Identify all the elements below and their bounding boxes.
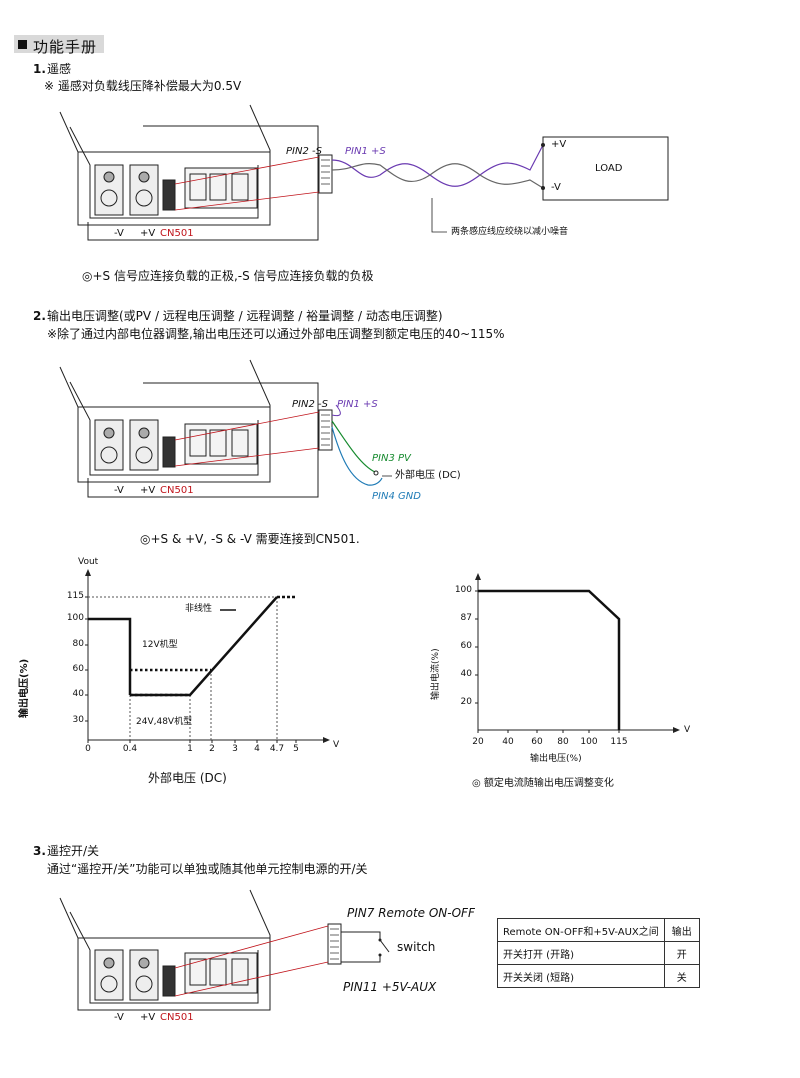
y-tick-label: 80 bbox=[72, 639, 84, 649]
x-tick-label: 40 bbox=[502, 737, 514, 747]
chart1-annotation-24-48v: 24V,48V机型 bbox=[136, 717, 193, 727]
y-tick-label: 20 bbox=[460, 697, 472, 707]
s3-term-minus: -V bbox=[114, 1012, 124, 1023]
sense-wire-minus bbox=[331, 163, 544, 189]
series-current-derating bbox=[478, 589, 621, 730]
section1-note: ※ 遥感对负载线压降补偿最大为0.5V bbox=[44, 79, 242, 93]
load-plus-label: +V bbox=[551, 139, 567, 150]
x-tick-label: 2 bbox=[209, 744, 215, 754]
chart1-y-title: Vout bbox=[78, 557, 99, 567]
y-tick-label: 60 bbox=[460, 641, 472, 651]
table-header-row: Remote ON-OFF和+5V-AUX之间 输出 bbox=[497, 918, 700, 942]
table-cell: 开 bbox=[663, 941, 700, 965]
chart2-x-unit: V bbox=[684, 725, 691, 735]
connector-cn501-1 bbox=[318, 154, 333, 194]
connector-cn501-2 bbox=[318, 409, 333, 451]
switch-label: switch bbox=[397, 940, 436, 954]
table-cell: 关 bbox=[663, 964, 700, 988]
switch-icon bbox=[379, 939, 390, 953]
square-bullet-icon bbox=[18, 40, 27, 49]
ext-voltage-label: 外部电压 (DC) bbox=[395, 470, 461, 481]
twist-note: 两条感应线应绞绕以减小噪音 bbox=[451, 227, 569, 237]
s2-pin3-label: PIN3 PV bbox=[372, 453, 411, 464]
section1-number: 1. bbox=[33, 62, 46, 76]
section3-desc: 通过“遥控开/关”功能可以单独或随其他单元控制电源的开/关 bbox=[47, 862, 368, 876]
s1-term-minus: -V bbox=[114, 228, 124, 239]
load-minus-label: -V bbox=[551, 182, 561, 193]
s1-connector-label: CN501 bbox=[160, 228, 194, 239]
table-header-output: 输出 bbox=[663, 918, 700, 942]
y-tick-label: 30 bbox=[72, 715, 84, 725]
s1-term-plus: +V bbox=[140, 228, 156, 239]
load-box bbox=[542, 136, 669, 201]
section3-title: 遥控开/关 bbox=[47, 844, 100, 858]
s3-connector-label: CN501 bbox=[160, 1012, 194, 1023]
table-cell: 开关关闭 (短路) bbox=[497, 964, 665, 988]
x-tick-label: 20 bbox=[472, 737, 484, 747]
s3-term-plus: +V bbox=[140, 1012, 156, 1023]
table-row: 开关打开 (开路) 开 bbox=[497, 941, 700, 965]
y-tick-label: 115 bbox=[66, 591, 84, 601]
x-tick-label: 115 bbox=[610, 737, 628, 747]
load-label: LOAD bbox=[595, 163, 623, 174]
remote-control-table: Remote ON-OFF和+5V-AUX之间 输出 开关打开 (开路) 开 开… bbox=[497, 918, 700, 988]
pin11-label: PIN11 +5V-AUX bbox=[343, 980, 437, 994]
y-tick-label: 100 bbox=[66, 613, 84, 623]
y-tick-label: 100 bbox=[454, 585, 472, 595]
x-tick-label: 80 bbox=[557, 737, 569, 747]
y-tick-label: 87 bbox=[460, 613, 472, 623]
section2-footnote: ◎+S & +V, -S & -V 需要连接到CN501. bbox=[140, 532, 360, 546]
chart1-xlabel: 外部电压 (DC) bbox=[148, 771, 227, 785]
pin7-label: PIN7 Remote ON-OFF bbox=[347, 906, 475, 920]
x-tick-label: 100 bbox=[580, 737, 598, 747]
s2-pin2-label: PIN2 -S bbox=[292, 399, 328, 410]
section-header: 功能手册 bbox=[14, 35, 104, 56]
connector-cn501-3 bbox=[327, 923, 342, 965]
x-tick-label: 5 bbox=[293, 744, 299, 754]
section2-title: 输出电压调整(或PV / 远程电压调整 / 远程调整 / 裕量调整 / 动态电压… bbox=[47, 309, 443, 323]
series-main-line bbox=[88, 617, 132, 695]
psu-unit-1 bbox=[59, 104, 319, 241]
section2-note: ※除了通过内部电位器调整,输出电压还可以通过外部电压调整到额定电压的40~115… bbox=[47, 327, 505, 341]
section3-number: 3. bbox=[33, 844, 46, 858]
x-tick-label: 60 bbox=[531, 737, 543, 747]
y-tick-label: 40 bbox=[72, 689, 84, 699]
x-tick-label: 3 bbox=[232, 744, 238, 754]
chart1-x-unit: V bbox=[333, 740, 340, 750]
section2-number: 2. bbox=[33, 309, 46, 323]
x-tick-label: 0.4 bbox=[122, 744, 138, 754]
x-tick-label: 4 bbox=[254, 744, 260, 754]
table-cell: 开关打开 (开路) bbox=[497, 941, 665, 965]
s2-term-minus: -V bbox=[114, 485, 124, 496]
section1-title: 遥感 bbox=[47, 62, 72, 76]
chart1-annotation-12v: 12V机型 bbox=[142, 640, 178, 650]
page-title: 功能手册 bbox=[33, 38, 98, 56]
s2-connector-label: CN501 bbox=[160, 485, 194, 496]
s2-term-plus: +V bbox=[140, 485, 156, 496]
section1-footnote: ◎+S 信号应连接负载的正极,-S 信号应连接负载的负极 bbox=[82, 269, 374, 283]
table-header-condition: Remote ON-OFF和+5V-AUX之间 bbox=[497, 918, 665, 942]
s1-pin2-label: PIN2 -S bbox=[286, 146, 322, 157]
s1-pin1-label: PIN1 +S bbox=[345, 146, 386, 157]
s2-pin4-label: PIN4 GND bbox=[372, 491, 421, 502]
y-tick-label: 60 bbox=[72, 664, 84, 674]
x-tick-label: 4.7 bbox=[269, 744, 285, 754]
table-row: 开关关闭 (短路) 关 bbox=[497, 964, 700, 988]
x-tick-label: 0 bbox=[85, 744, 91, 754]
chart2-xlabel: 输出电压(%) bbox=[530, 754, 582, 764]
s2-pin1-label: PIN1 +S bbox=[337, 399, 378, 410]
series-24-48v-rise bbox=[130, 596, 278, 697]
x-tick-label: 1 bbox=[187, 744, 193, 754]
y-tick-label: 40 bbox=[460, 669, 472, 679]
chart1-annotation-nonlinear: 非线性 bbox=[185, 604, 213, 614]
chart2-caption: ◎ 额定电流随输出电压调整变化 bbox=[472, 778, 614, 789]
